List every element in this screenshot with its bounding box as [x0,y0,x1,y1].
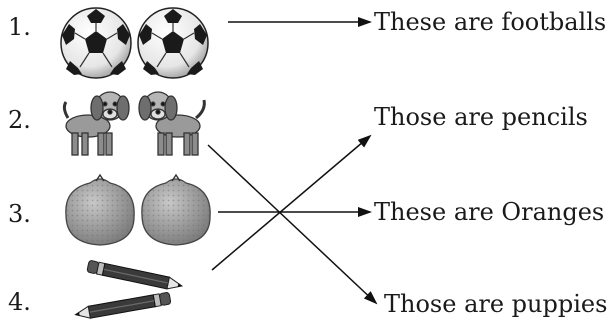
pencil-icon [74,260,184,319]
phrase-pencils: Those are pencils [374,103,588,131]
item-number-1: 1. [8,13,31,41]
phrase-footballs: These are footballs [374,8,607,36]
phrase-oranges: These are Oranges [374,198,605,226]
phrase-puppies: Those are puppies [384,290,608,318]
item-number-2: 2. [8,106,31,134]
orange-icon [65,173,211,246]
puppy-icon [62,91,206,156]
football-icon [60,7,209,79]
item-number-4: 4. [8,288,31,316]
match-arrow-puppies [207,144,378,305]
item-number-3: 3. [8,200,31,228]
match-arrow-pencils [211,134,372,271]
